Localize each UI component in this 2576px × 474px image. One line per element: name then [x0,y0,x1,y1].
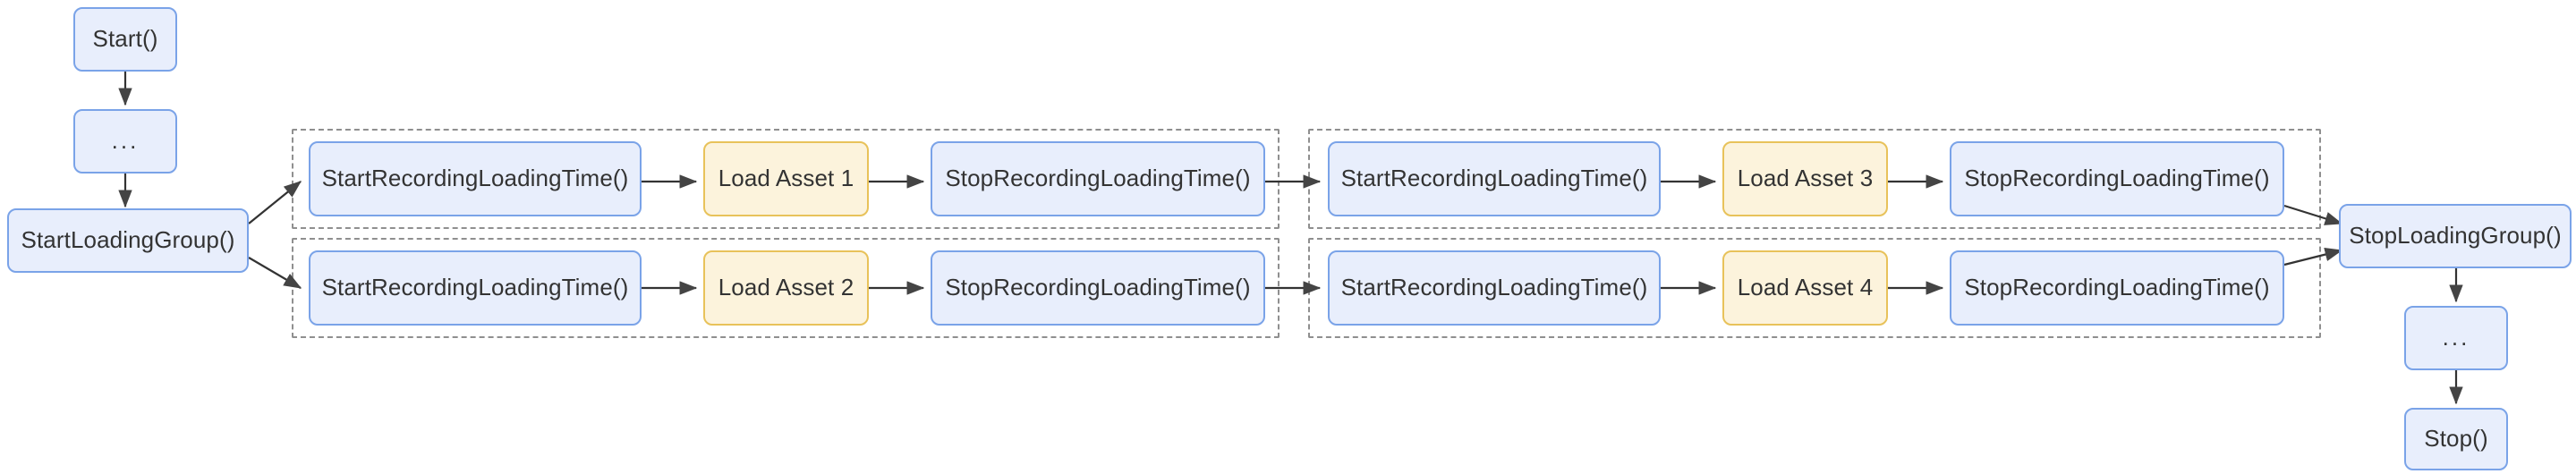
node-row1-load-asset-label: Load Asset 1 [718,165,854,192]
node-row3-load-asset-label: Load Asset 3 [1737,165,1874,192]
node-pre-ellipsis[interactable]: ... [73,109,177,174]
node-row3-stop-recording-label: StopRecordingLoadingTime() [1964,165,2270,192]
node-start-loading-group-label: StartLoadingGroup() [21,226,235,254]
node-row4-start-recording[interactable]: StartRecordingLoadingTime() [1328,250,1661,326]
node-row1-stop-recording[interactable]: StopRecordingLoadingTime() [931,141,1265,216]
node-row4-load-asset-label: Load Asset 4 [1737,274,1874,301]
node-row3-stop-recording[interactable]: StopRecordingLoadingTime() [1950,141,2284,216]
node-row2-start-recording-label: StartRecordingLoadingTime() [321,274,629,301]
node-row3-load-asset[interactable]: Load Asset 3 [1722,141,1888,216]
node-start-loading-group[interactable]: StartLoadingGroup() [7,208,249,273]
node-stop-loading-group-label: StopLoadingGroup() [2349,222,2562,250]
node-row4-start-recording-label: StartRecordingLoadingTime() [1340,274,1648,301]
node-row1-start-recording[interactable]: StartRecordingLoadingTime() [309,141,642,216]
node-row1-stop-recording-label: StopRecordingLoadingTime() [945,165,1251,192]
node-row2-stop-recording[interactable]: StopRecordingLoadingTime() [931,250,1265,326]
subgraph-group-1-row-1 [292,129,1279,229]
node-pre-ellipsis-label: ... [111,127,140,155]
node-row3-start-recording-label: StartRecordingLoadingTime() [1340,165,1648,192]
node-start-label: Start() [92,25,158,53]
node-row2-start-recording[interactable]: StartRecordingLoadingTime() [309,250,642,326]
node-post-ellipsis-label: ... [2442,324,2470,351]
node-stop[interactable]: Stop() [2404,408,2508,470]
node-row4-stop-recording[interactable]: StopRecordingLoadingTime() [1950,250,2284,326]
node-row4-stop-recording-label: StopRecordingLoadingTime() [1964,274,2270,301]
node-row2-load-asset-label: Load Asset 2 [718,274,854,301]
node-post-ellipsis[interactable]: ... [2404,306,2508,370]
node-stop-loading-group[interactable]: StopLoadingGroup() [2339,204,2572,268]
node-row3-start-recording[interactable]: StartRecordingLoadingTime() [1328,141,1661,216]
node-row4-load-asset[interactable]: Load Asset 4 [1722,250,1888,326]
node-row1-load-asset[interactable]: Load Asset 1 [703,141,869,216]
node-stop-label: Stop() [2424,425,2488,453]
node-row2-stop-recording-label: StopRecordingLoadingTime() [945,274,1251,301]
node-row2-load-asset[interactable]: Load Asset 2 [703,250,869,326]
node-row1-start-recording-label: StartRecordingLoadingTime() [321,165,629,192]
node-start[interactable]: Start() [73,7,177,72]
